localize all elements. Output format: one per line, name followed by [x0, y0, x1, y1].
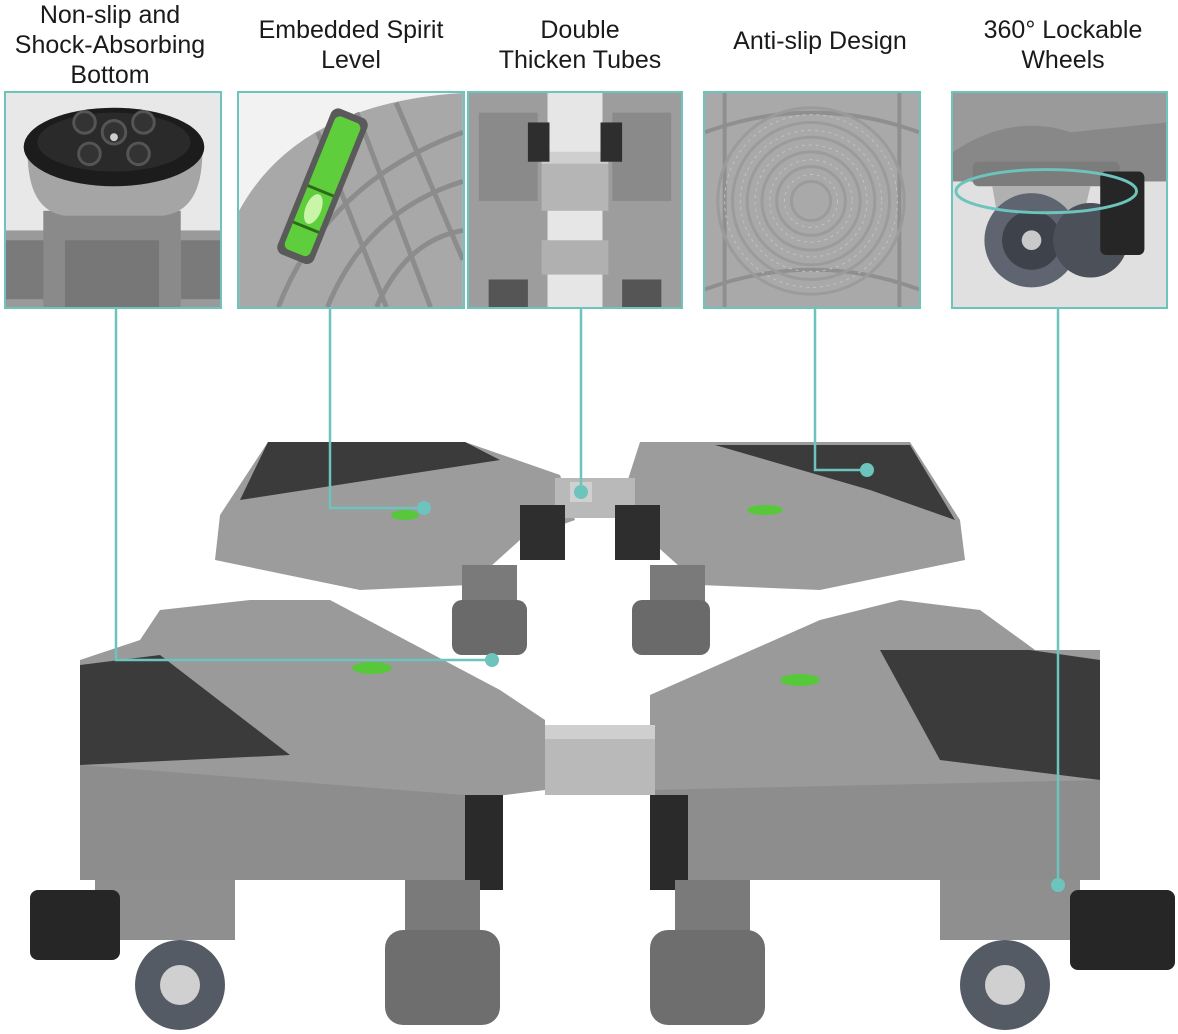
thumbnail-thicken-tubes — [467, 91, 683, 309]
thumbnail-shock-absorbing-bottom — [4, 91, 222, 309]
suction-foot-icon — [6, 107, 220, 307]
thumbnail-lockable-wheels — [951, 91, 1168, 309]
tube-icon — [469, 93, 681, 307]
feature-label-spirit-level: Embedded Spirit Level — [258, 16, 444, 74]
thumbnail-anti-slip-design — [703, 91, 921, 309]
feature-label-non-slip: Non-slip and Shock-Absorbing Bottom — [14, 1, 206, 89]
spirit-level-icon — [239, 93, 463, 307]
callout-connectors — [114, 309, 1060, 885]
caster-wheel-icon — [953, 93, 1166, 288]
washer-base-stand — [30, 442, 1175, 1030]
feature-label-anti-slip: Anti-slip Design — [733, 27, 907, 55]
thumbnail-spirit-level — [237, 91, 465, 309]
callout-dots — [417, 463, 1065, 892]
feature-label-wheels: 360° Lockable Wheels — [983, 16, 1143, 74]
anti-slip-pattern-icon — [705, 93, 919, 307]
feature-label-tubes: Double Thicken Tubes — [498, 16, 662, 74]
